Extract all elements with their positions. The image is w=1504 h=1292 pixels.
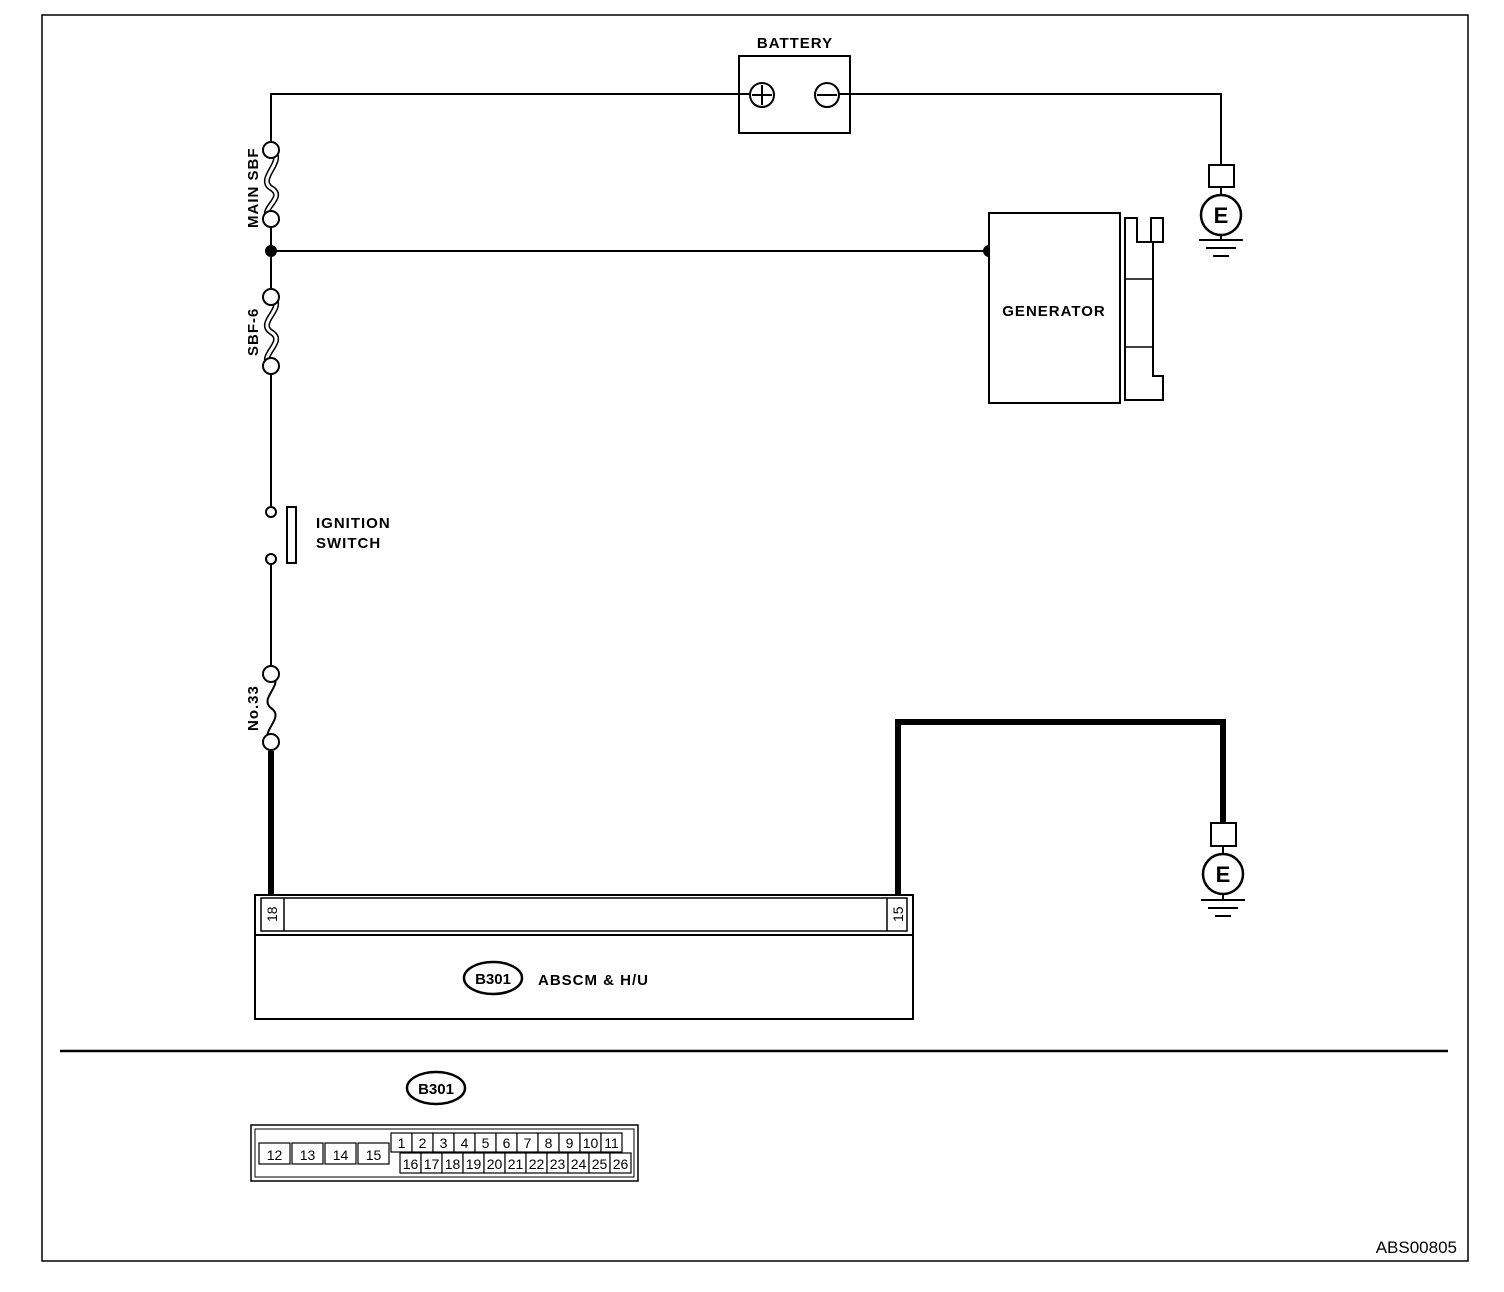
pin-15-label: 15 [890, 906, 906, 922]
connector-view-badge [405, 1070, 467, 1106]
connector-pin-cell: 9 [558, 1132, 581, 1153]
connector-pin-cell: 25 [588, 1152, 611, 1174]
connector-pin-cell: 5 [474, 1132, 497, 1153]
connector-pin-number: 4 [461, 1135, 469, 1151]
module-name-label: ABSCM & H/U [538, 972, 649, 989]
ground-e-label: E [1214, 203, 1229, 228]
connector-pin-number: 19 [466, 1156, 482, 1172]
pin-18-label: 18 [264, 906, 280, 922]
connector-pin-number: 14 [333, 1147, 349, 1163]
battery: BATTERY [738, 35, 851, 134]
connector-pin-number: 25 [592, 1156, 608, 1172]
module-connector-strip [260, 897, 908, 932]
connector-id-label: B301 [475, 971, 511, 988]
connector-pin-number: 12 [267, 1147, 283, 1163]
main-sbf-fuse: MAIN SBF [245, 141, 280, 229]
connector-pin-number: 10 [583, 1135, 599, 1151]
connector-pin-cell: 15 [357, 1142, 390, 1165]
main-sbf-label: MAIN SBF [245, 148, 262, 229]
connector-pin-cell: 16 [399, 1152, 422, 1174]
connector-bottom-pins: 16 17 18 19 20 21 22 23 24 25 26 [399, 1152, 632, 1174]
connector-pin-number: 1 [398, 1135, 406, 1151]
connector-pin-number: 9 [566, 1135, 574, 1151]
connector-id-badge [462, 960, 524, 996]
connector-pin-number: 2 [419, 1135, 427, 1151]
sbf6-label: SBF-6 [245, 308, 262, 356]
diagram-frame [41, 14, 1469, 1262]
connector-pin-cell: 14 [324, 1142, 357, 1165]
ground-symbol-module: E [1201, 822, 1245, 917]
connector-pin-cell: 6 [495, 1132, 518, 1153]
connector-pin-cell: 26 [609, 1152, 632, 1174]
connector-pin-cell: 13 [291, 1142, 324, 1165]
connector-pin-cell: 3 [432, 1132, 455, 1153]
fuse33-label: No.33 [245, 685, 262, 731]
connector-left-pins: 12 13 14 15 [258, 1142, 390, 1165]
ground-symbol-battery: E [1199, 164, 1243, 257]
generator-label: GENERATOR [1002, 303, 1105, 320]
generator-pulley [1124, 217, 1164, 401]
connector-pin-number: 7 [524, 1135, 532, 1151]
connector-pin-number: 8 [545, 1135, 553, 1151]
connector-pin-number: 15 [366, 1147, 382, 1163]
abscm-module: 18 15 B301 ABSCM & H/U [254, 894, 914, 1020]
battery-wires [270, 93, 1222, 166]
connector-pin-cell: 8 [537, 1132, 560, 1153]
connector-pin-cell: 21 [504, 1152, 527, 1174]
connector-pin-number: 3 [440, 1135, 448, 1151]
connector-pin-cell: 2 [411, 1132, 434, 1153]
connector-view-id: B301 [418, 1081, 454, 1098]
connector-pin-number: 11 [604, 1135, 619, 1151]
connector-pin-cell: 11 [600, 1132, 623, 1153]
connector-pin-number: 17 [424, 1156, 440, 1172]
ground-e-label-module: E [1216, 862, 1231, 887]
ignition-label-line2: SWITCH [316, 535, 381, 552]
ignition-switch: IGNITION SWITCH [265, 506, 391, 565]
connector-pin-number: 20 [487, 1156, 503, 1172]
connector-pin-cell: 17 [420, 1152, 443, 1174]
connector-pin-cell: 22 [525, 1152, 548, 1174]
connector-pin-cell: 4 [453, 1132, 476, 1153]
connector-pin-cell: 12 [258, 1142, 291, 1165]
connector-pin-cell: 18 [441, 1152, 464, 1174]
sbf6-fuse: SBF-6 [245, 288, 280, 375]
figure-code: ABS00805 [1376, 1238, 1457, 1257]
connector-pin-cell: 23 [546, 1152, 569, 1174]
connector-pin-cell: 24 [567, 1152, 590, 1174]
ignition-label-line1: IGNITION [316, 515, 391, 532]
connector-pin-number: 24 [571, 1156, 587, 1172]
generator-feed-wire [265, 227, 995, 290]
connector-pin-number: 23 [550, 1156, 566, 1172]
connector-pin-number: 5 [482, 1135, 490, 1151]
connector-pin-number: 18 [445, 1156, 461, 1172]
generator: GENERATOR [988, 212, 1164, 404]
fuse-no33: No.33 [245, 665, 280, 751]
connector-pin-cell: 20 [483, 1152, 506, 1174]
connector-pin-number: 26 [613, 1156, 629, 1172]
connector-pin-number: 21 [508, 1156, 524, 1172]
connector-pin-cell: 19 [462, 1152, 485, 1174]
connector-pin-number: 22 [529, 1156, 545, 1172]
connector-pin-number: 13 [300, 1147, 316, 1163]
battery-label: BATTERY [757, 35, 833, 52]
connector-pin-cell: 1 [390, 1132, 413, 1153]
harness-wires [268, 719, 1226, 897]
connector-pin-number: 6 [503, 1135, 511, 1151]
junction-dot [265, 245, 277, 257]
connector-pin-number: 16 [403, 1156, 419, 1172]
connector-pin-cell: 7 [516, 1132, 539, 1153]
connector-pin-cell: 10 [579, 1132, 602, 1153]
